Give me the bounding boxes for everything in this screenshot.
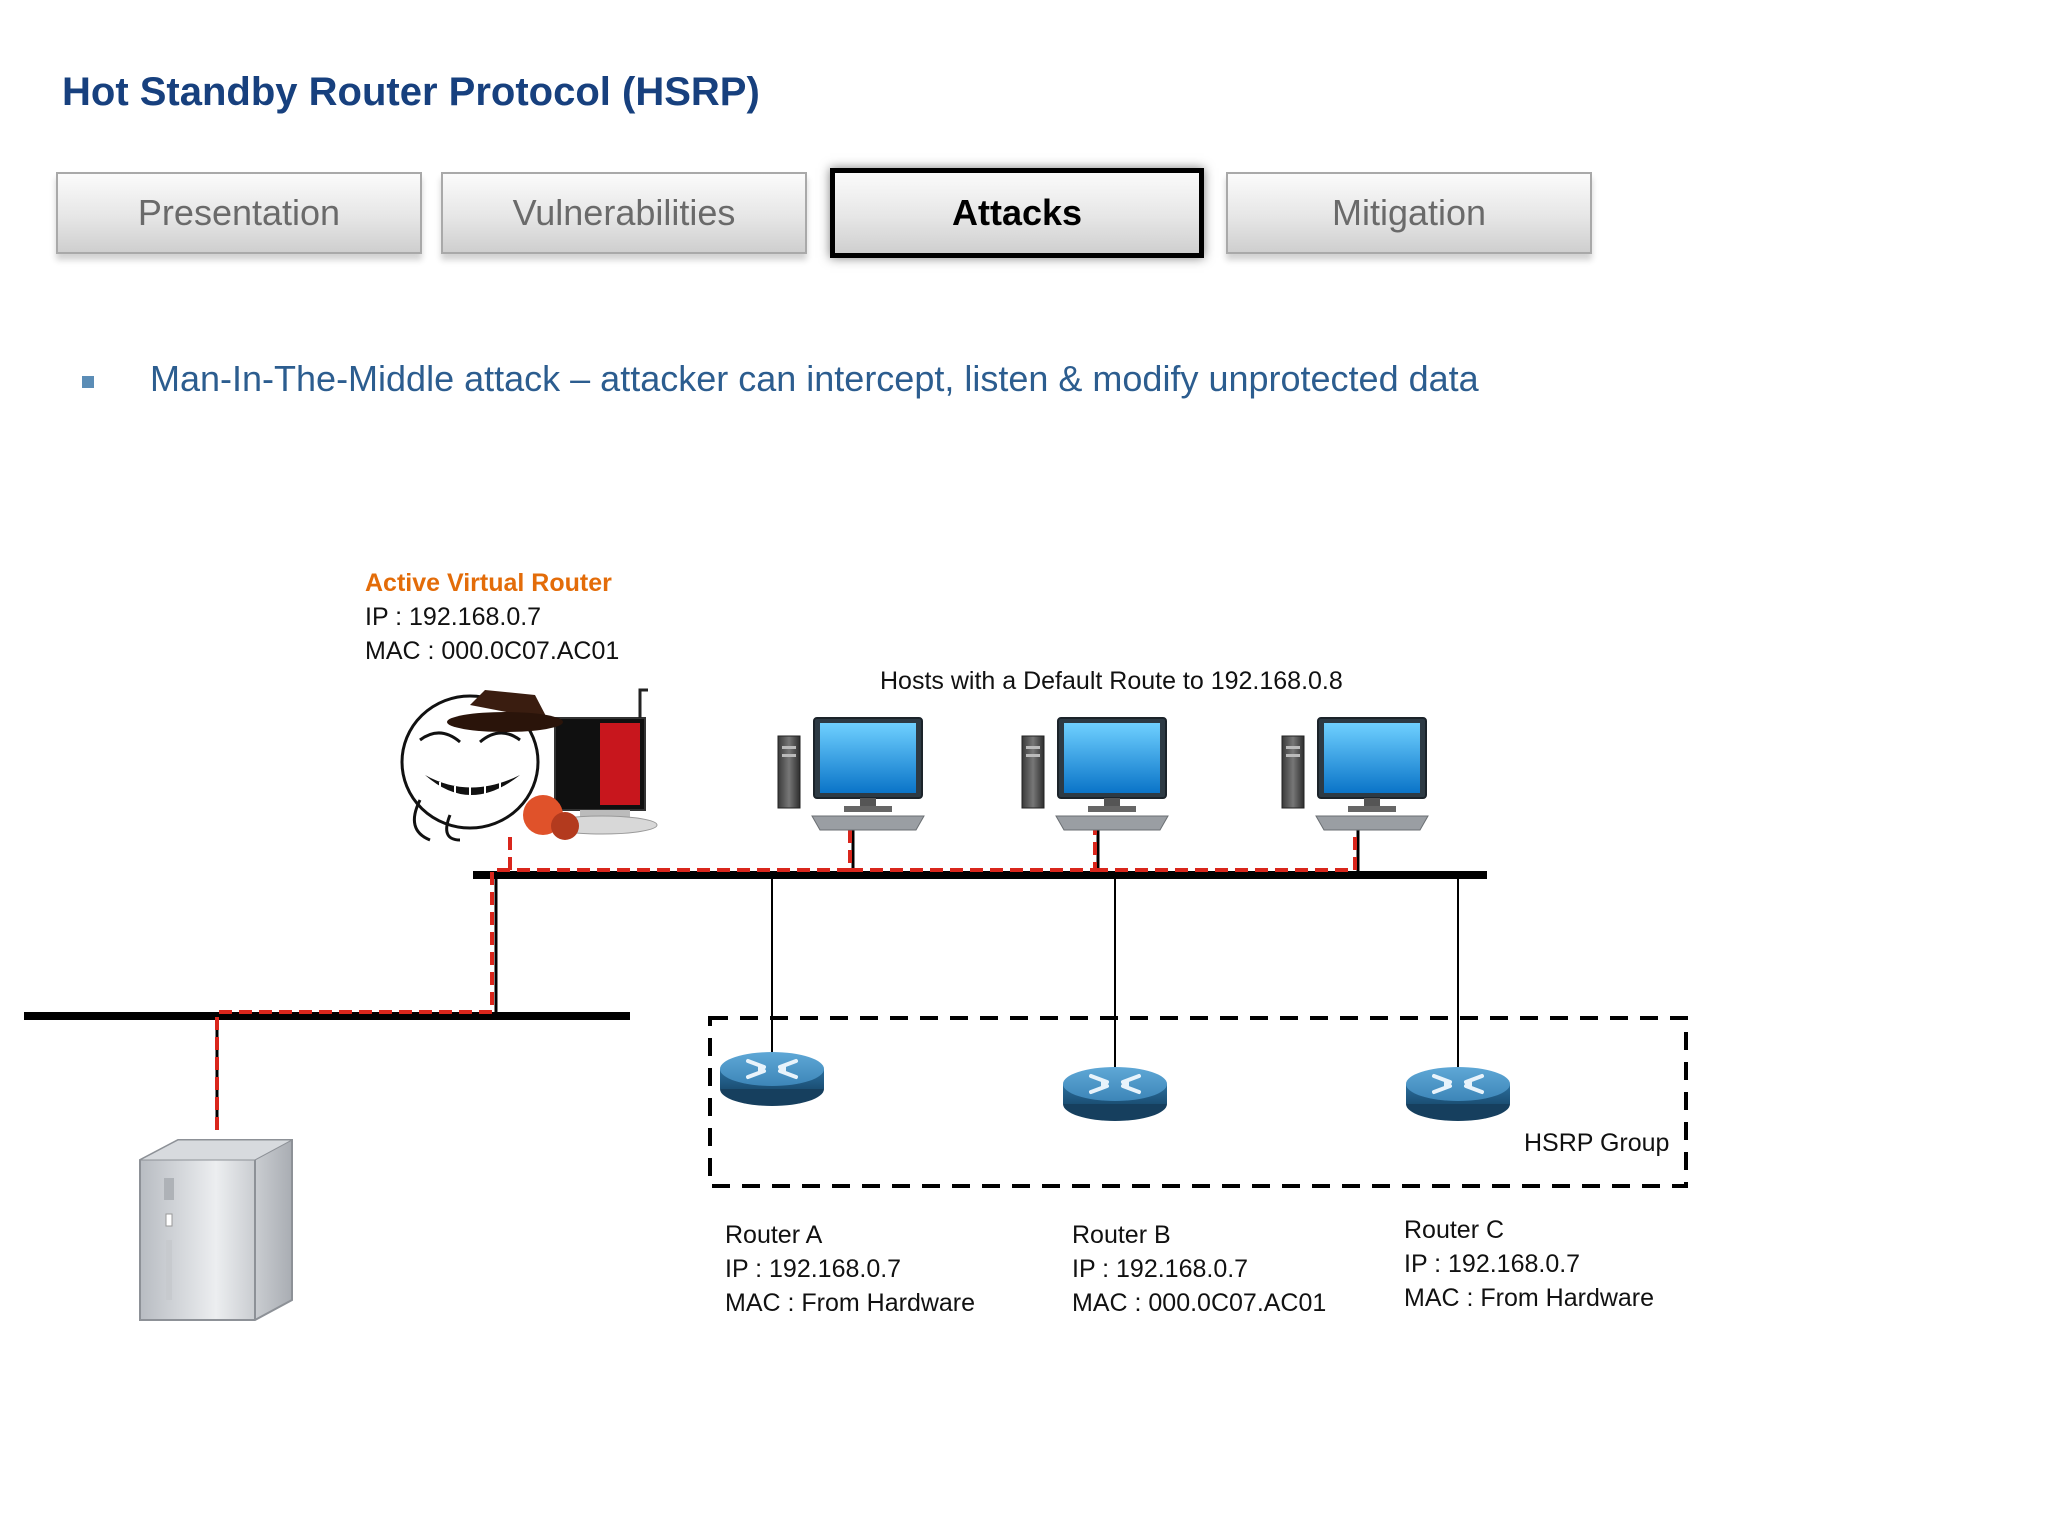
router-name: Router A	[725, 1221, 823, 1249]
router-mac: MAC : From Hardware	[1404, 1284, 1655, 1312]
hsrp-group-label: HSRP Group	[1524, 1129, 1670, 1157]
router-icon	[718, 1050, 826, 1108]
page-title: Hot Standby Router Protocol (HSRP)	[62, 70, 760, 114]
attack-path	[215, 822, 1357, 1130]
router-a-label: Router A IP : 192.168.0.7 MAC : From Har…	[725, 1218, 975, 1320]
router-icon	[1404, 1065, 1512, 1123]
router-icon	[1061, 1065, 1169, 1123]
bullet-square-icon	[82, 376, 94, 388]
attacker-title: Active Virtual Router	[365, 569, 612, 597]
host-computer-icon	[777, 717, 925, 831]
tab-presentation[interactable]: Presentation	[56, 172, 422, 254]
bullet-text: Man-In-The-Middle attack – attacker can …	[150, 358, 1479, 399]
tab-mitigation[interactable]: Mitigation	[1226, 172, 1592, 254]
attacker-mac: MAC : 000.0C07.AC01	[365, 637, 620, 665]
router-c-label: Router C IP : 192.168.0.7 MAC : From Har…	[1404, 1213, 1654, 1315]
router-ip: IP : 192.168.0.7	[725, 1255, 902, 1283]
host-computer-icon	[1281, 717, 1429, 831]
attacker-icon	[400, 688, 658, 842]
router-mac: MAC : 000.0C07.AC01	[1072, 1289, 1327, 1317]
router-name: Router C	[1404, 1216, 1505, 1244]
attacker-ip: IP : 192.168.0.7	[365, 603, 542, 631]
router-ip: IP : 192.168.0.7	[1404, 1250, 1581, 1278]
router-ip: IP : 192.168.0.7	[1072, 1255, 1249, 1283]
tab-vulnerabilities[interactable]: Vulnerabilities	[441, 172, 807, 254]
hosts-label: Hosts with a Default Route to 192.168.0.…	[880, 667, 1343, 695]
hsrp-group-box	[708, 1016, 1688, 1188]
attacker-label: Active Virtual Router IP : 192.168.0.7 M…	[365, 566, 619, 668]
tab-attacks[interactable]: Attacks	[830, 168, 1204, 258]
host-computer-icon	[1021, 717, 1169, 831]
router-mac: MAC : From Hardware	[725, 1289, 976, 1317]
server-icon	[139, 1139, 293, 1321]
router-name: Router B	[1072, 1221, 1171, 1249]
router-b-label: Router B IP : 192.168.0.7 MAC : 000.0C07…	[1072, 1218, 1326, 1320]
